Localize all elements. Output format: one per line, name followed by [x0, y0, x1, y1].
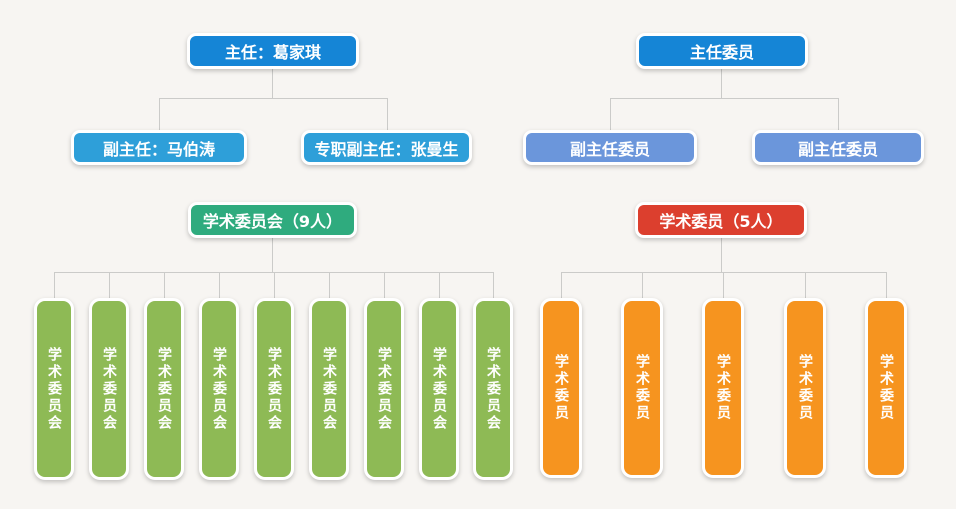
connector-line [164, 272, 165, 298]
connector-line [723, 272, 724, 298]
org-node-academic-member-header: 学术委员（5人） [635, 202, 807, 238]
connector-line [721, 238, 722, 272]
org-node-academic-committee-col-4: 学术委员会 [199, 298, 239, 480]
connector-line [54, 272, 493, 273]
org-node-chief-committee-member: 主任委员 [636, 33, 808, 69]
connector-line [159, 98, 160, 131]
org-node-vice-director: 副主任：马伯涛 [71, 130, 247, 165]
org-node-academic-member-col-5: 学术委员 [865, 298, 907, 478]
connector-line [109, 272, 110, 298]
connector-line [274, 272, 275, 298]
org-node-fulltime-vice-director: 专职副主任：张曼生 [301, 130, 472, 165]
org-node-academic-member-col-3: 学术委员 [702, 298, 744, 478]
org-node-academic-member-col-1: 学术委员 [540, 298, 582, 478]
org-node-academic-committee-col-8: 学术委员会 [419, 298, 459, 480]
connector-line [561, 272, 562, 298]
org-node-academic-committee-col-3: 学术委员会 [144, 298, 184, 480]
org-node-academic-member-col-4: 学术委员 [784, 298, 826, 478]
connector-line [384, 272, 385, 298]
org-node-academic-committee-col-5: 学术委员会 [254, 298, 294, 480]
connector-line [721, 69, 722, 98]
org-node-academic-member-col-2: 学术委员 [621, 298, 663, 478]
org-node-academic-committee-col-6: 学术委员会 [309, 298, 349, 480]
org-node-academic-committee-col-9: 学术委员会 [473, 298, 513, 480]
connector-line [838, 98, 839, 131]
connector-line [159, 98, 387, 99]
connector-line [329, 272, 330, 298]
connector-line [805, 272, 806, 298]
connector-line [272, 69, 273, 98]
connector-line [493, 272, 494, 298]
connector-line [439, 272, 440, 298]
org-node-academic-committee-header: 学术委员会（9人） [188, 202, 357, 238]
org-node-academic-committee-col-1: 学术委员会 [34, 298, 74, 480]
connector-line [642, 272, 643, 298]
connector-line [219, 272, 220, 298]
connector-line [610, 98, 838, 99]
org-node-director: 主任：葛家琪 [187, 33, 359, 69]
org-node-vice-committee-member-1: 副主任委员 [523, 130, 697, 165]
org-node-vice-committee-member-2: 副主任委员 [752, 130, 924, 165]
connector-line [610, 98, 611, 131]
connector-line [272, 238, 273, 272]
connector-line [54, 272, 55, 298]
org-node-academic-committee-col-2: 学术委员会 [89, 298, 129, 480]
org-node-academic-committee-col-7: 学术委员会 [364, 298, 404, 480]
connector-line [886, 272, 887, 298]
connector-line [387, 98, 388, 131]
